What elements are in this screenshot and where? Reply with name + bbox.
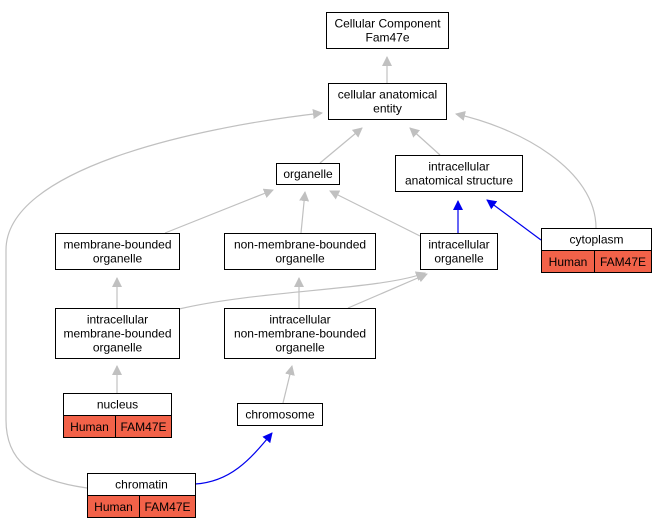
node-label-line: organelle [93,341,143,355]
node-label-line: chromosome [245,408,315,422]
node-label-line: membrane-bounded [63,238,171,252]
node-label-line: non-membrane-bounded [234,327,366,341]
node-organelle[interactable]: organelle [276,163,340,185]
edge-cytoplasm-to-cellular-anatomical-entity [455,111,597,229]
edge-cytoplasm-to-intracellular-anatomical-structure [486,199,542,241]
edge-intracellular-non-membrane-bounded-organelle-to-intracellular-organelle [347,272,428,309]
edges-layer [5,56,597,489]
node-box [276,163,340,185]
edge-chromatin-to-cellular-anatomical-entity [5,109,323,489]
gene-badge: FAM47E [600,255,646,269]
edge-intracellular-membrane-bounded-organelle-to-intracellular-organelle [178,271,426,310]
node-label-line: intracellular [428,238,489,252]
edge-intracellular-organelle-to-organelle [329,190,421,237]
node-label-line: anatomical structure [405,174,513,188]
node-box [224,233,376,270]
node-label-line: organelle [93,252,143,266]
node-label-line: intracellular [269,313,330,327]
edge-chromatin-to-chromosome [194,432,273,485]
node-label-line: organelle [283,167,333,181]
species-badge: Human [549,255,588,269]
gene-badge-box [139,495,196,518]
node-chromosome[interactable]: chromosome [237,403,323,426]
edge-organelle-to-cellular-anatomical-entity [319,127,363,164]
node-box [224,308,376,359]
node-label-line: intracellular [87,313,148,327]
node-label-line: Cellular Component [334,17,441,31]
gene-badge: FAM47E [144,500,190,514]
node-label-line: nucleus [97,398,138,412]
node-label-line: organelle [434,252,484,266]
node-label-line: entity [373,102,402,116]
edge-intracellular-anatomical-structure-to-cellular-anatomical-entity [409,127,441,156]
gene-badge-box [115,415,172,438]
node-label-line: Fam47e [365,31,409,45]
node-label-line: cytoplasm [569,233,623,247]
node-box [237,403,323,426]
node-box [395,155,523,192]
edge-chromosome-to-intracellular-non-membrane-bounded-organelle [282,365,295,404]
node-box [55,308,180,359]
node-label-line: membrane-bounded [63,327,171,341]
gene-badge: FAM47E [120,420,166,434]
species-badge: Human [70,420,109,434]
node-label-line: organelle [275,341,325,355]
node-label-line: non-membrane-bounded [234,238,366,252]
edge-non-membrane-bounded-organelle-to-organelle [299,191,310,234]
edge-membrane-bounded-organelle-to-organelle [164,188,274,234]
node-label-line: chromatin [115,478,168,492]
species-badge: Human [94,500,133,514]
node-label-line: cellular anatomical [338,88,437,102]
node-label-line: intracellular [428,160,489,174]
node-intracellular-non-membrane-bounded-organelle[interactable]: intracellularnon-membrane-boundedorganel… [224,308,376,359]
node-box [420,233,498,270]
gene-badge-box [594,250,652,273]
node-box [328,83,447,120]
node-box [55,233,180,270]
node-box [326,12,449,49]
node-label-line: organelle [275,252,325,266]
